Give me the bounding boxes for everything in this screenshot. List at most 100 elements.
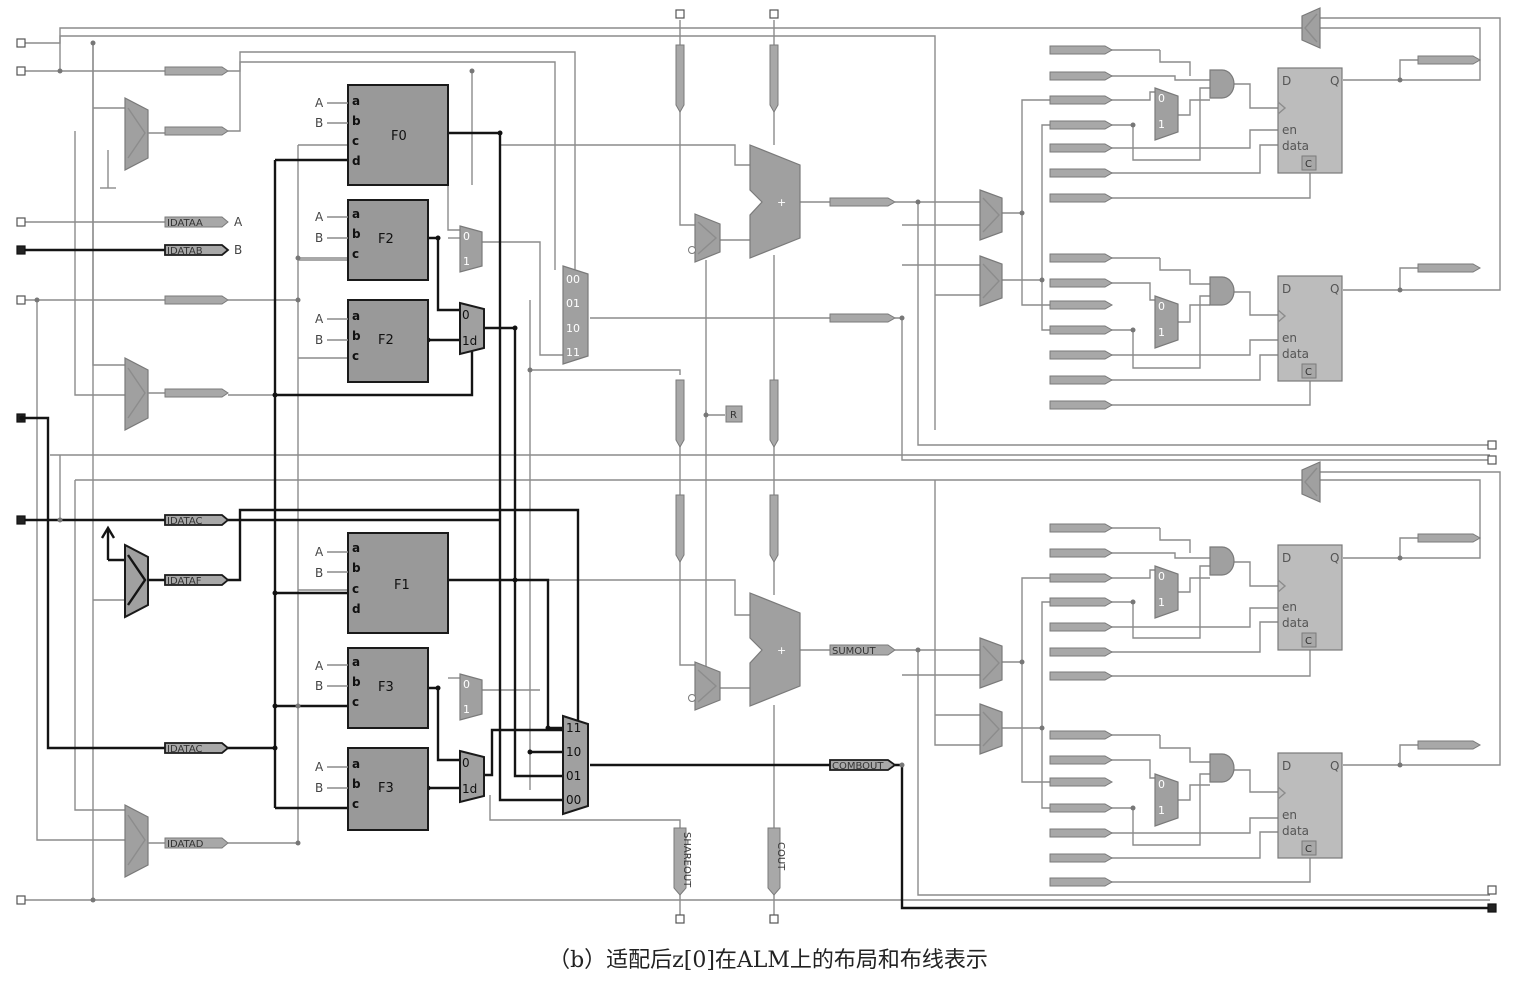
- port-datac-bottom-label: IDATAC: [167, 744, 203, 755]
- pin-d: d: [352, 154, 361, 168]
- pin-a: a: [352, 309, 360, 323]
- mux4-in-10: 10: [566, 745, 581, 759]
- ff-data: data: [1282, 824, 1309, 838]
- lut-f2-a: F2 a b c A B: [315, 199, 429, 281]
- pin-c: c: [352, 797, 359, 811]
- mux-in-1d: 1d: [462, 782, 477, 796]
- lut-f3-a: F3 a b c A B: [315, 647, 429, 729]
- adders: + +: [749, 144, 801, 707]
- mux-in-0: 0: [462, 756, 470, 770]
- lut-f2-b-b-signal: B: [315, 333, 323, 347]
- pin-a: a: [352, 757, 360, 771]
- port-dataa-label: IDATAA: [167, 218, 203, 229]
- register-cell-2: 0 1 D Q en data C: [1049, 253, 1482, 410]
- lut-f3-a-name: F3: [378, 680, 394, 695]
- mux-in-0: 0: [463, 230, 470, 243]
- ff-en: en: [1282, 331, 1297, 345]
- port-datac-top-label: IDATAC: [167, 516, 203, 527]
- pin-b: b: [352, 777, 361, 791]
- pin-a: a: [352, 655, 360, 669]
- pin-b: b: [352, 329, 361, 343]
- lut-f1-b-signal: B: [315, 566, 323, 580]
- output-muxes: 00 01 10 11 11 10 01 00: [562, 265, 589, 816]
- signal-b-label: B: [234, 243, 242, 257]
- ff-en: en: [1282, 808, 1297, 822]
- lut-f0-a-signal: A: [315, 96, 324, 110]
- lut-muxes: 0 1 0 1d 0 1 0 1d: [459, 225, 485, 804]
- lut-f2-a-b-signal: B: [315, 231, 323, 245]
- io-pads: [16, 9, 1497, 924]
- ff-data: data: [1282, 347, 1309, 361]
- pin-c: c: [352, 134, 359, 148]
- lut-f2-a-name: F2: [378, 232, 394, 247]
- lut-blocks: F0 a b c d A B F2 a b c A B F2 a b: [315, 84, 449, 831]
- ff-en: en: [1282, 600, 1297, 614]
- port-datac-top: IDATAC: [164, 514, 230, 527]
- mux-in-1d: 1d: [462, 334, 477, 348]
- ff-q: Q: [1330, 759, 1339, 773]
- ff-c: C: [1305, 367, 1312, 378]
- alm-diagram: IDATAA IDATAB IDATAC IDATAF IDATAC IDATA…: [16, 7, 1501, 924]
- mux4-in-01: 01: [566, 297, 580, 310]
- lut-f1-a-signal: A: [315, 545, 324, 559]
- port-datab-label: IDATAB: [167, 246, 203, 257]
- port-datad-label: IDATAD: [167, 839, 204, 850]
- ff-d: D: [1282, 74, 1291, 88]
- mux-in-0: 0: [463, 678, 470, 691]
- port-combout-label: COMBOUT: [832, 761, 884, 772]
- port-cout: COUT: [767, 827, 786, 896]
- port-dataf: IDATAF: [164, 574, 230, 587]
- mux-in-1: 1: [463, 703, 470, 716]
- pin-b: b: [352, 227, 361, 241]
- adder-plus: +: [777, 196, 786, 209]
- pin-a: a: [352, 207, 360, 221]
- lut-f3-a-b-signal: B: [315, 679, 323, 693]
- mux-in-1: 1: [463, 255, 470, 268]
- signal-a-label: A: [234, 215, 243, 229]
- reg-mux-in-0: 0: [1158, 778, 1165, 791]
- reg-mux-in-0: 0: [1158, 92, 1165, 105]
- port-dataf-label: IDATAF: [167, 576, 202, 587]
- pin-b: b: [352, 675, 361, 689]
- lut-f2-a-a-signal: A: [315, 210, 324, 224]
- ff-c: C: [1305, 844, 1312, 855]
- lut-f3-b: F3 a b c A B: [315, 747, 429, 831]
- mux4-in-10: 10: [566, 322, 580, 335]
- ff-q: Q: [1330, 74, 1339, 88]
- register-cell-4: 0 1 D Q en data C: [1049, 730, 1482, 887]
- input-muxes: [124, 97, 165, 878]
- register-cell-1: 0 1 D Q en data C: [1049, 45, 1482, 203]
- lut-f3-a-a-signal: A: [315, 659, 324, 673]
- ff-en: en: [1282, 123, 1297, 137]
- ff-q: Q: [1330, 551, 1339, 565]
- lut-f2-b-name: F2: [378, 333, 394, 348]
- port-dataa: IDATAA: [164, 216, 229, 229]
- figure-caption: （b）适配后z[0]在ALM上的布局和布线表示: [548, 948, 988, 973]
- lut-f3-b-a-signal: A: [315, 760, 324, 774]
- port-combout: COMBOUT: [829, 759, 897, 772]
- mux4-in-11: 11: [566, 721, 581, 735]
- port-datac-bottom: IDATAC: [164, 742, 230, 755]
- port-sumout: SUMOUT: [829, 644, 896, 657]
- lut-f0-b-signal: B: [315, 116, 323, 130]
- ff-c: C: [1305, 159, 1312, 170]
- ff-d: D: [1282, 551, 1291, 565]
- port-arrows: IDATAA IDATAB IDATAC IDATAF IDATAC IDATA…: [164, 44, 897, 896]
- register-cell-3: 0 1 D Q en data C: [1049, 523, 1482, 681]
- pin-c: c: [352, 349, 359, 363]
- port-datab: IDATAB: [164, 244, 230, 257]
- port-shareout: SHAREOUT: [673, 827, 692, 896]
- pin-c: c: [352, 247, 359, 261]
- reg-mux-in-1: 1: [1158, 596, 1165, 609]
- reg-mux-in-0: 0: [1158, 570, 1165, 583]
- ff-q: Q: [1330, 282, 1339, 296]
- ff-c: C: [1305, 636, 1312, 647]
- pin-a: a: [352, 94, 360, 108]
- lut-f1: F1 a b c d A B: [315, 532, 449, 634]
- signal-r-label: R: [730, 410, 737, 421]
- ff-data: data: [1282, 616, 1309, 630]
- port-datad: IDATAD: [164, 837, 229, 850]
- mux4-in-01: 01: [566, 769, 581, 783]
- reg-mux-in-1: 1: [1158, 118, 1165, 131]
- lut-f2-b-a-signal: A: [315, 312, 324, 326]
